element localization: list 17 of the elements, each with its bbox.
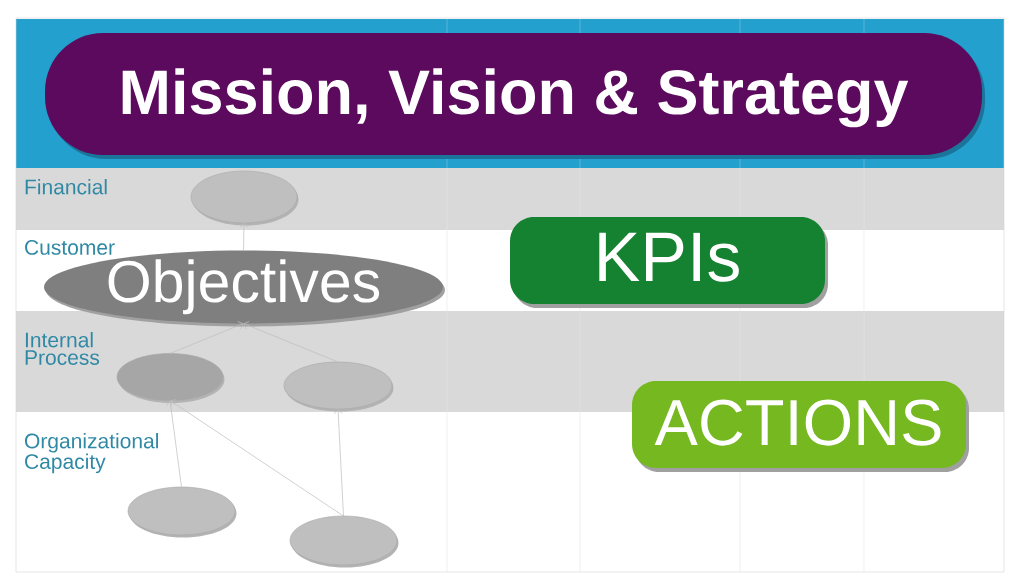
title-banner: Mission, Vision & Strategy: [45, 33, 985, 159]
arrow: [243, 321, 339, 363]
rounded-box: ACTIONS: [632, 381, 969, 472]
arrow: [333, 409, 344, 517]
ellipse: [116, 353, 225, 403]
ellipse: [127, 486, 237, 538]
ellipse: [289, 515, 399, 568]
rounded-box: KPIs: [510, 217, 828, 308]
row-label: Internal Process: [25, 332, 100, 365]
arrow: [166, 400, 182, 488]
arrow: [169, 321, 244, 354]
ellipse: [283, 361, 394, 412]
row-label: Financial: [25, 179, 107, 195]
arrow: [170, 399, 344, 517]
row-label: Organizational Capacity: [25, 433, 158, 474]
arrow: [239, 223, 249, 251]
ellipse: [190, 170, 299, 226]
